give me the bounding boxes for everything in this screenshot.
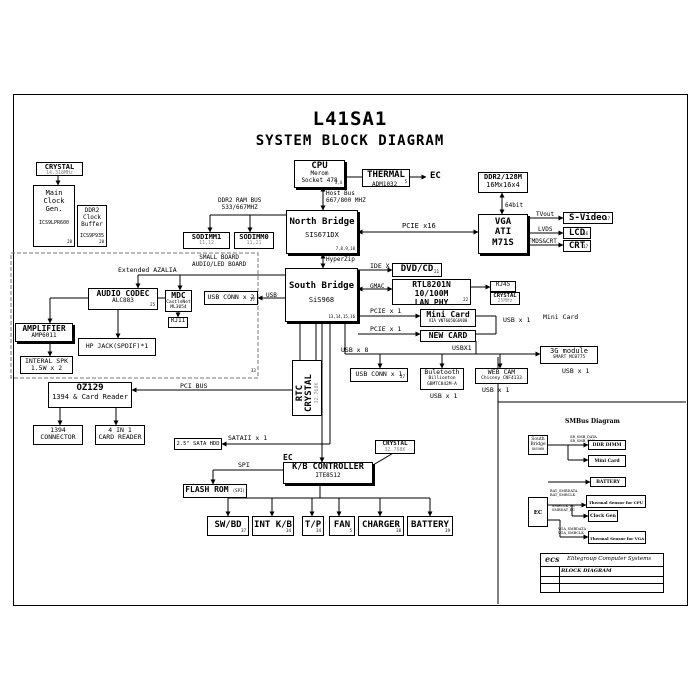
tvout-label: TVout: [536, 211, 555, 218]
smbus-sb-label-2: SB_SMB_CLK: [570, 439, 595, 443]
smbus-title: SMBus Diagram: [565, 418, 620, 425]
rj45-block: RJ45: [490, 281, 516, 292]
thermal-block: THERMAL 5: [362, 169, 410, 187]
company-name: Elitegroup Computer Systems: [567, 556, 652, 562]
sodimm1-block: SODIMM1 11,12: [183, 232, 230, 249]
south-bridge-block: South Bridge SiS968 13,14,15,16: [285, 268, 358, 322]
pcie-x16-label: PCIE x16: [402, 222, 436, 230]
usb-x8-label: USB x 8: [341, 346, 369, 354]
smbus-ddr-dimm: DDR DIMM: [588, 440, 626, 450]
diagram-name: BLOCK DIAGRAM: [561, 568, 612, 574]
ide-label: IDE X 133: [370, 262, 406, 270]
webcam-block: WEB CAM Chicony CNF4133: [475, 368, 528, 384]
kb-controller-block: K/B CONTROLLER ITE8512: [283, 462, 373, 484]
rtc-crystal-block: RTC CRYSTAL 32.768K: [292, 360, 322, 416]
sata-label: SATAII x 1: [228, 434, 268, 442]
ec-label: EC: [283, 453, 293, 462]
extended-azalia-label: Extended AZALIA: [118, 266, 177, 274]
clock-gen-block: Main Clock Gen. ICS9LPR600 20: [33, 185, 75, 247]
gmac-label: GMAC: [370, 283, 385, 290]
pcie-x1-a-label: PCIE x 1: [370, 307, 402, 315]
mini-card-label: Mini Card: [543, 313, 579, 321]
bit64-label: 64bit: [505, 202, 524, 209]
smbus-bat-label-1: BAT_SMBDATA: [550, 489, 578, 493]
usb-x1-wc-label: USB x 1: [482, 386, 510, 394]
tmds-label: TMDS&CRT: [528, 238, 557, 245]
smbus-bat-label-2: BAT_SMBCLK: [550, 493, 576, 497]
ec-label-top: EC: [430, 171, 441, 181]
vga-block: VGA ATI M71S: [478, 214, 528, 254]
cpu-block: CPU Merom Socket 478 3,4: [294, 160, 345, 188]
smbus-therm-label-1: SMBCLK_EC: [552, 504, 576, 508]
page-title: L41SA1: [312, 108, 388, 130]
amplifier-block: AMPLIFIER AMP6011: [15, 323, 73, 342]
usb-conn-1-block: USB CONN x 1 27: [350, 368, 408, 382]
page-subtitle: SYSTEM BLOCK DIAGRAM: [255, 133, 445, 149]
crystal-kb-block: CRYSTAL 32.768K: [375, 440, 415, 454]
mini-card-block: Mini Card VIA VNT6656G6V00: [420, 309, 476, 327]
usb-conn-2-block: USB CONN x 2 27: [204, 291, 258, 305]
clock-buffer-block: DDR2 Clock Buffer ICS9P935 20: [77, 205, 107, 247]
usb-x1-bt-label: USB x 1: [430, 392, 458, 400]
page-frame: [13, 94, 688, 606]
sata-hdd-block: 2.5" SATA HDD: [174, 438, 222, 450]
rtl-block: RTL8201N 10/100M LAN PHY 22: [392, 279, 471, 307]
flash-rom-block: FLASH ROM (SPI): [183, 484, 247, 498]
vram-block: DDR2/128M 16Mx16x4: [478, 172, 528, 193]
smbus-therm-label-2: SMBDAT_EC: [552, 508, 576, 512]
usbx1-label: USBX1: [452, 344, 472, 352]
smbus-vga-label-2: VGA_SMBCLK: [558, 531, 584, 535]
smbus-thermal-cpu: Thermal Sensor for CPU: [586, 495, 646, 508]
smbus-battery: BATTERY: [590, 477, 626, 487]
usb-label: USB: [266, 292, 277, 299]
card-reader-block: 4 IN 1 CARD READER: [95, 425, 145, 445]
crystal-lan-block: CRYSTAL 25MHz: [490, 292, 520, 305]
small-board-num: 33: [251, 368, 256, 373]
smbus-vga-label-1: VGA_SMBDATA: [558, 527, 586, 531]
smbus-ec: EC: [528, 497, 548, 527]
3g-module-block: 3G module SMART MC8775: [540, 346, 598, 364]
usb-x1-3g-label: USB x 1: [562, 367, 590, 375]
hyperzip-label: HyperZip: [326, 256, 355, 263]
smbus-mini-card: Mini Card: [588, 455, 626, 467]
bluetooth-block: Buletooth Billionton GBMTC842M-A: [420, 368, 464, 390]
crystal-top: CRYSTAL 14.318MHz: [36, 162, 83, 176]
lvds-label: LVDS: [538, 226, 553, 233]
internal-spk-block: INTERAL SPK 1.5W x 2: [20, 356, 73, 374]
new-card-block: NEW CARD: [420, 330, 476, 342]
sodimm0-block: SODIMM0 11,21: [234, 232, 274, 249]
smbus-thermal-vga: Thermal Sensor for VGA: [588, 531, 646, 544]
1394-connector-block: 1394 CONNECTOR: [33, 425, 83, 445]
rj11-block: RJ11: [168, 317, 188, 328]
smbus-south-bridge: South Bridge SiS968: [528, 435, 548, 455]
pci-bus-label: PCI BUS: [180, 382, 208, 390]
title-block: ecs Elitegroup Computer Systems BLOCK DI…: [540, 553, 664, 593]
thermal-part: ADM1032: [372, 181, 398, 188]
north-bridge-block: North Bridge SIS671DX 7,8,9,10: [286, 210, 358, 254]
mdc-block: MDC CastleNet ML3054: [165, 290, 192, 312]
ecs-logo: ecs: [545, 554, 560, 564]
oz129-block: OZ129 1394 & Card Reader: [48, 382, 132, 408]
audio-codec-block: AUDIO CODEC ALC883 25: [88, 288, 158, 310]
spi-label: SPI: [238, 461, 250, 469]
smbus-sb-label-1: SB_SMB_DATA: [570, 435, 597, 439]
pcie-x1-b-label: PCIE x 1: [370, 325, 402, 333]
hp-jack-block: HP JACK(SPDIF)*1: [78, 338, 156, 356]
smbus-clock-gen: Clock Gen: [588, 510, 618, 522]
usb-x1-mc-label: USB x 1: [503, 316, 531, 324]
